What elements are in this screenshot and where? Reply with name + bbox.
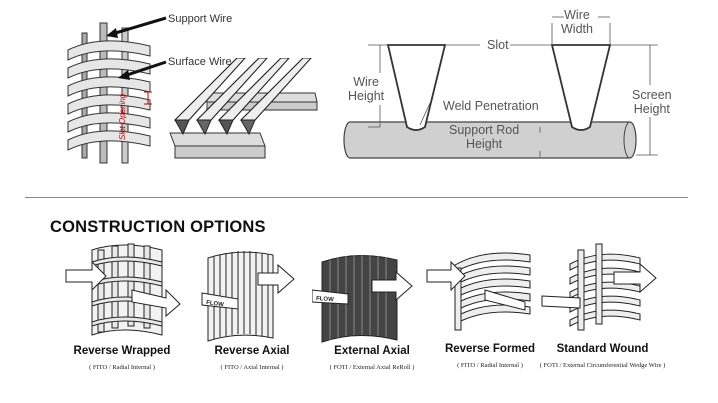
wire-height-label: Wire Height xyxy=(348,75,385,103)
wire-width-label: Wire Width xyxy=(561,8,593,36)
option-name: Reverse Wrapped xyxy=(73,345,171,357)
flat-panel-illustration xyxy=(169,58,318,159)
option-reverse-wrapped: Reverse Wrapped ( FITO / Radial Internal… xyxy=(60,345,184,371)
cylinder-screen-illustration xyxy=(67,22,152,164)
option-subtitle: ( FITO / Radial Internal ) xyxy=(457,362,523,369)
section-title: CONSTRUCTION OPTIONS xyxy=(50,218,266,236)
external-axial-illustration: FLOW xyxy=(312,254,413,343)
reverse-axial-illustration: FLOW xyxy=(201,251,295,342)
reverse-formed-illustration xyxy=(426,252,531,331)
flow-label: FLOW xyxy=(206,300,225,308)
slot-label: Slot xyxy=(487,38,509,52)
reverse-wrapped-illustration xyxy=(65,243,181,336)
option-standard-wound: Standard Wound ( FOTI / External Circumf… xyxy=(535,343,670,369)
option-external-axial: External Axial ( FOTI / External Axial R… xyxy=(310,345,434,371)
option-subtitle: ( FITO / Radial Internal ) xyxy=(89,364,155,371)
screen-height-label: Screen Height xyxy=(632,88,672,116)
option-reverse-axial: Reverse Axial ( FITO / Axial Internal ) xyxy=(190,345,314,371)
option-name: Reverse Axial xyxy=(214,345,290,357)
option-subtitle: ( FOTI / External Axial ReRoll ) xyxy=(329,364,415,371)
flow-label: FLOW xyxy=(316,296,334,303)
standard-wound-illustration xyxy=(541,243,657,331)
option-name: Reverse Formed xyxy=(444,343,536,355)
surface-wire-label: Surface Wire xyxy=(168,56,232,68)
option-name: Standard Wound xyxy=(556,343,649,355)
section-divider xyxy=(25,197,688,198)
weld-penetration-label: Weld Penetration xyxy=(443,99,539,113)
label-arrows xyxy=(106,16,167,80)
option-reverse-formed: Reverse Formed ( FITO / Radial Internal … xyxy=(428,343,552,369)
support-rod-height-label: Support Rod Height xyxy=(449,123,520,151)
option-subtitle: ( FOTI / External Circumferential Wedge … xyxy=(539,362,666,369)
option-name: External Axial xyxy=(334,345,410,357)
wire-profile-diagram xyxy=(343,16,658,159)
option-subtitle: ( FITO / Axial Internal ) xyxy=(220,364,284,371)
slot-opening-label: Slot Opening xyxy=(118,93,127,140)
support-wire-label: Support Wire xyxy=(168,13,233,25)
